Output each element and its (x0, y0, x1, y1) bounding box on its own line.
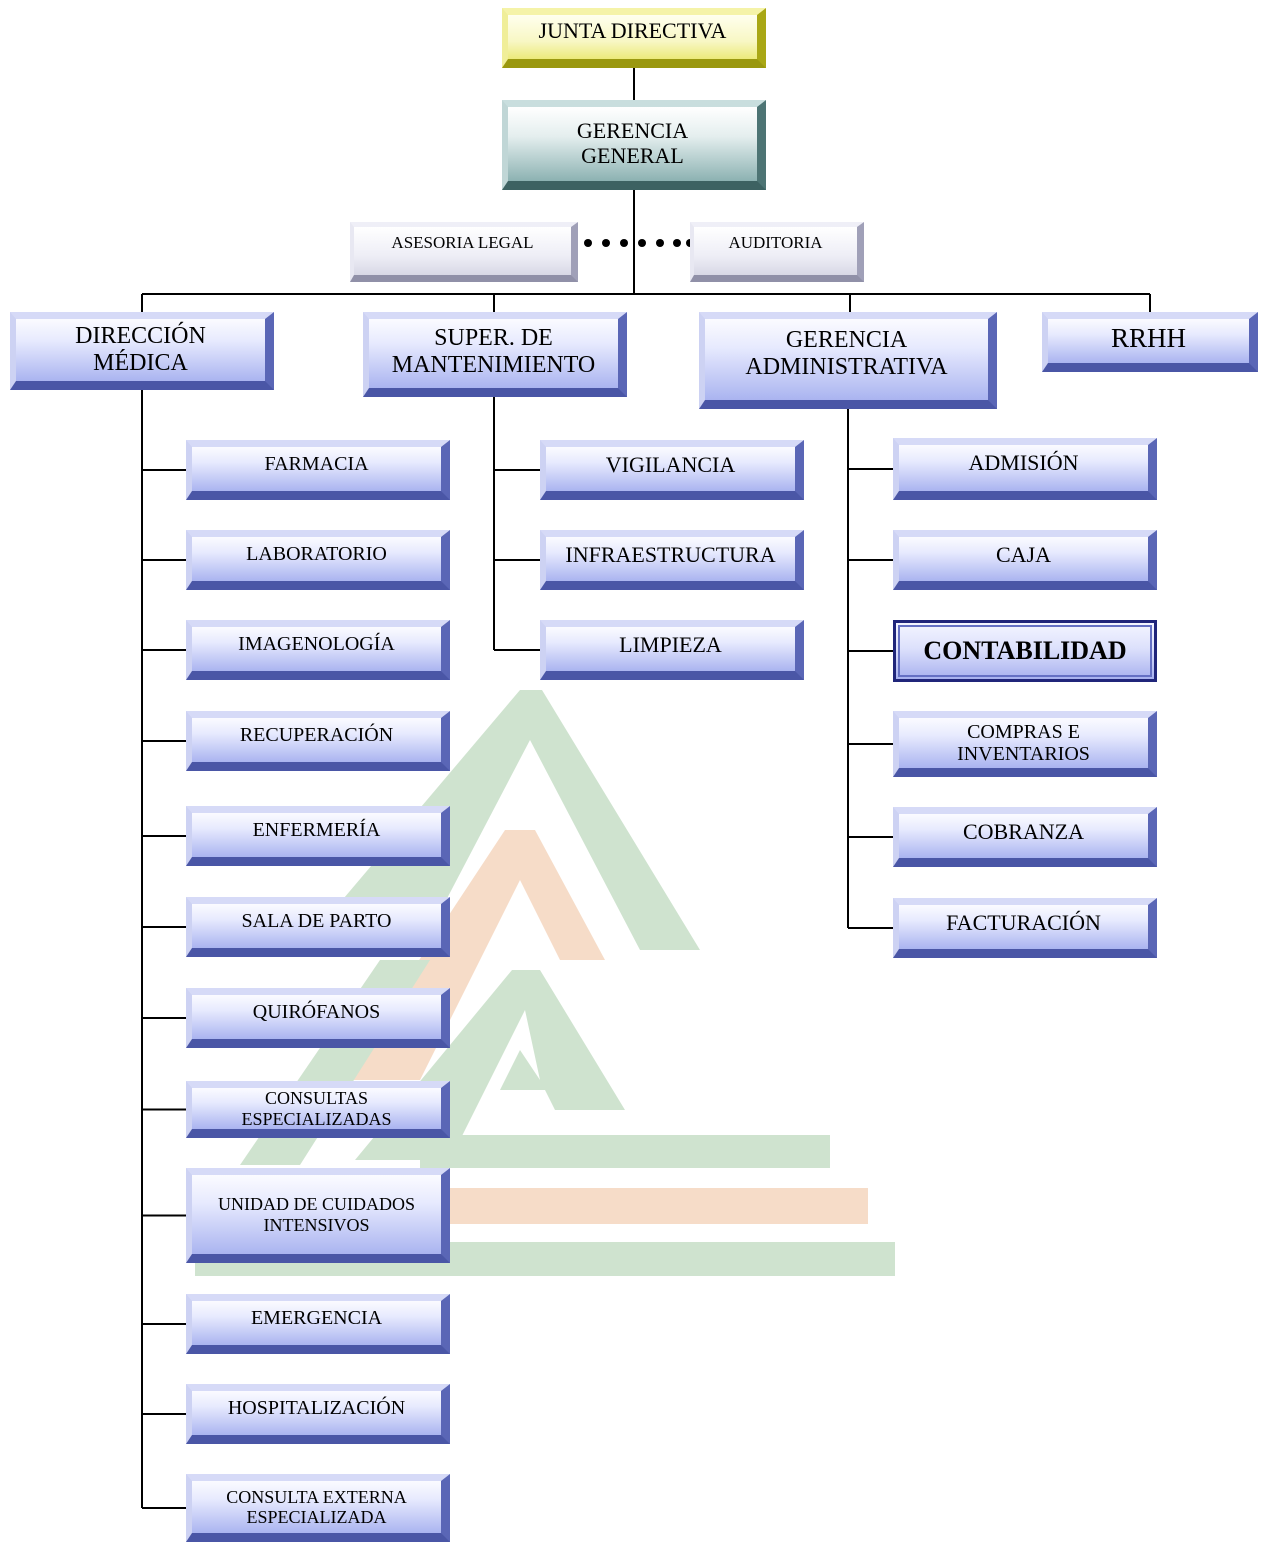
unit-label: ADMISIÓN (968, 450, 1079, 475)
unit-contabilidad-box[interactable]: CONTABILIDAD (893, 620, 1157, 682)
gerencia-general-box[interactable]: GERENCIA GENERAL (502, 100, 766, 190)
connector-dot (584, 239, 592, 247)
unit-consulta-externa-especializada-box[interactable]: CONSULTA EXTERNA ESPECIALIZADA (186, 1474, 450, 1542)
auditoria-label: AUDITORIA (728, 233, 823, 252)
watermark-green-bar-1 (420, 1135, 830, 1168)
unit-label: LIMPIEZA (619, 632, 722, 657)
direccion-medica-box[interactable]: DIRECCIÓN MÉDICA (10, 312, 274, 390)
unit-label: FARMACIA (264, 453, 369, 475)
connector-dot (673, 239, 681, 247)
unit-label: QUIRÓFANOS (252, 1001, 381, 1023)
unit-limpieza-box[interactable]: LIMPIEZA (540, 620, 804, 680)
unit-farmacia-box[interactable]: FARMACIA (186, 440, 450, 500)
unit-label: CONSULTA EXTERNA ESPECIALIZADA (226, 1486, 407, 1527)
connector-dot (602, 239, 610, 247)
unit-label: COBRANZA (962, 819, 1084, 844)
unit-label: SALA DE PARTO (241, 910, 392, 932)
unit-admision-box[interactable]: ADMISIÓN (893, 438, 1157, 500)
rrhh-label: RRHH (1110, 323, 1186, 353)
connector-dot (620, 239, 628, 247)
unit-quirofanos-box[interactable]: QUIRÓFANOS (186, 988, 450, 1048)
gerencia-administrativa-label: GERENCIA ADMINISTRATIVA (745, 327, 948, 380)
unit-label: UNIDAD DE CUIDADOS INTENSIVOS (218, 1194, 415, 1235)
unit-label: LABORATORIO (246, 543, 387, 565)
connector-dot (656, 239, 664, 247)
unit-label: IMAGENOLOGÍA (238, 633, 395, 655)
unit-hospitalizacion-box[interactable]: HOSPITALIZACIÓN (186, 1384, 450, 1444)
unit-label: CONTABILIDAD (923, 636, 1127, 666)
watermark-orange-bar (430, 1188, 868, 1224)
unit-label: HOSPITALIZACIÓN (227, 1397, 406, 1419)
unit-recuperacion-box[interactable]: RECUPERACIÓN (186, 711, 450, 771)
unit-label: FACTURACIÓN (946, 910, 1101, 935)
unit-facturacion-box[interactable]: FACTURACIÓN (893, 898, 1157, 958)
connector-dot (638, 239, 646, 247)
unit-imagenologia-box[interactable]: IMAGENOLOGÍA (186, 620, 450, 680)
unit-consultas-especializadas-box[interactable]: CONSULTAS ESPECIALIZADAS (186, 1081, 450, 1138)
unit-enfermeria-box[interactable]: ENFERMERÍA (186, 806, 450, 866)
unit-compras-e-inventarios-box[interactable]: COMPRAS E INVENTARIOS (893, 711, 1157, 777)
gerencia-administrativa-box[interactable]: GERENCIA ADMINISTRATIVA (699, 312, 997, 409)
unit-caja-box[interactable]: CAJA (893, 530, 1157, 590)
unit-label: RECUPERACIÓN (239, 724, 394, 746)
watermark-green-triangle-large (300, 690, 700, 950)
gerencia-general-label: GERENCIA GENERAL (576, 118, 689, 168)
unit-sala-de-parto-box[interactable]: SALA DE PARTO (186, 897, 450, 957)
unit-label: COMPRAS E INVENTARIOS (957, 720, 1090, 765)
unit-laboratorio-box[interactable]: LABORATORIO (186, 530, 450, 590)
unit-label: VIGILANCIA (605, 452, 736, 477)
super-mantenimiento-box[interactable]: SUPER. DE MANTENIMIENTO (363, 312, 627, 397)
unit-label: CONSULTAS ESPECIALIZADAS (241, 1088, 392, 1129)
asesoria-legal-box[interactable]: ASESORIA LEGAL (350, 222, 578, 282)
unit-label: CAJA (995, 542, 1051, 567)
auditoria-box[interactable]: AUDITORIA (690, 222, 864, 282)
rrhh-box[interactable]: RRHH (1042, 312, 1258, 372)
unit-label: INFRAESTRUCTURA (565, 542, 776, 567)
connector-lines (141, 68, 1151, 1509)
unit-label: EMERGENCIA (250, 1307, 383, 1329)
direccion-medica-label: DIRECCIÓN MÉDICA (75, 323, 206, 376)
unit-emergencia-box[interactable]: EMERGENCIA (186, 1294, 450, 1354)
unit-unidad-de-cuidados-intensivos-box[interactable]: UNIDAD DE CUIDADOS INTENSIVOS (186, 1168, 450, 1263)
unit-vigilancia-box[interactable]: VIGILANCIA (540, 440, 804, 500)
junta-directiva-label: JUNTA DIRECTIVA (538, 18, 727, 43)
asesoria-legal-label: ASESORIA LEGAL (391, 233, 534, 252)
junta-directiva-box[interactable]: JUNTA DIRECTIVA (502, 8, 766, 68)
super-mantenimiento-label: SUPER. DE MANTENIMIENTO (391, 325, 596, 378)
unit-cobranza-box[interactable]: COBRANZA (893, 807, 1157, 867)
unit-label: ENFERMERÍA (252, 819, 381, 841)
unit-infraestructura-box[interactable]: INFRAESTRUCTURA (540, 530, 804, 590)
